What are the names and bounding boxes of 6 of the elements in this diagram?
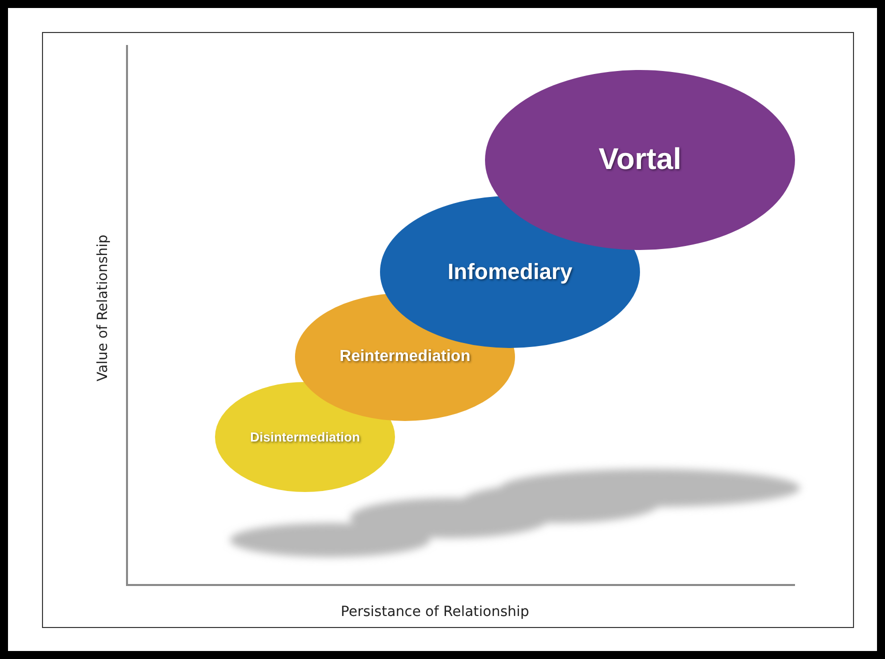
x-axis-title: Persistance of Relationship (340, 604, 530, 620)
bubble-label: Reintermediation (340, 348, 470, 366)
bubble-label: Infomediary (448, 259, 572, 285)
bubble-label: Disintermediation (250, 430, 360, 444)
y-axis-title: Value of Relationship (95, 234, 111, 382)
bubble-label: Vortal (598, 143, 682, 177)
